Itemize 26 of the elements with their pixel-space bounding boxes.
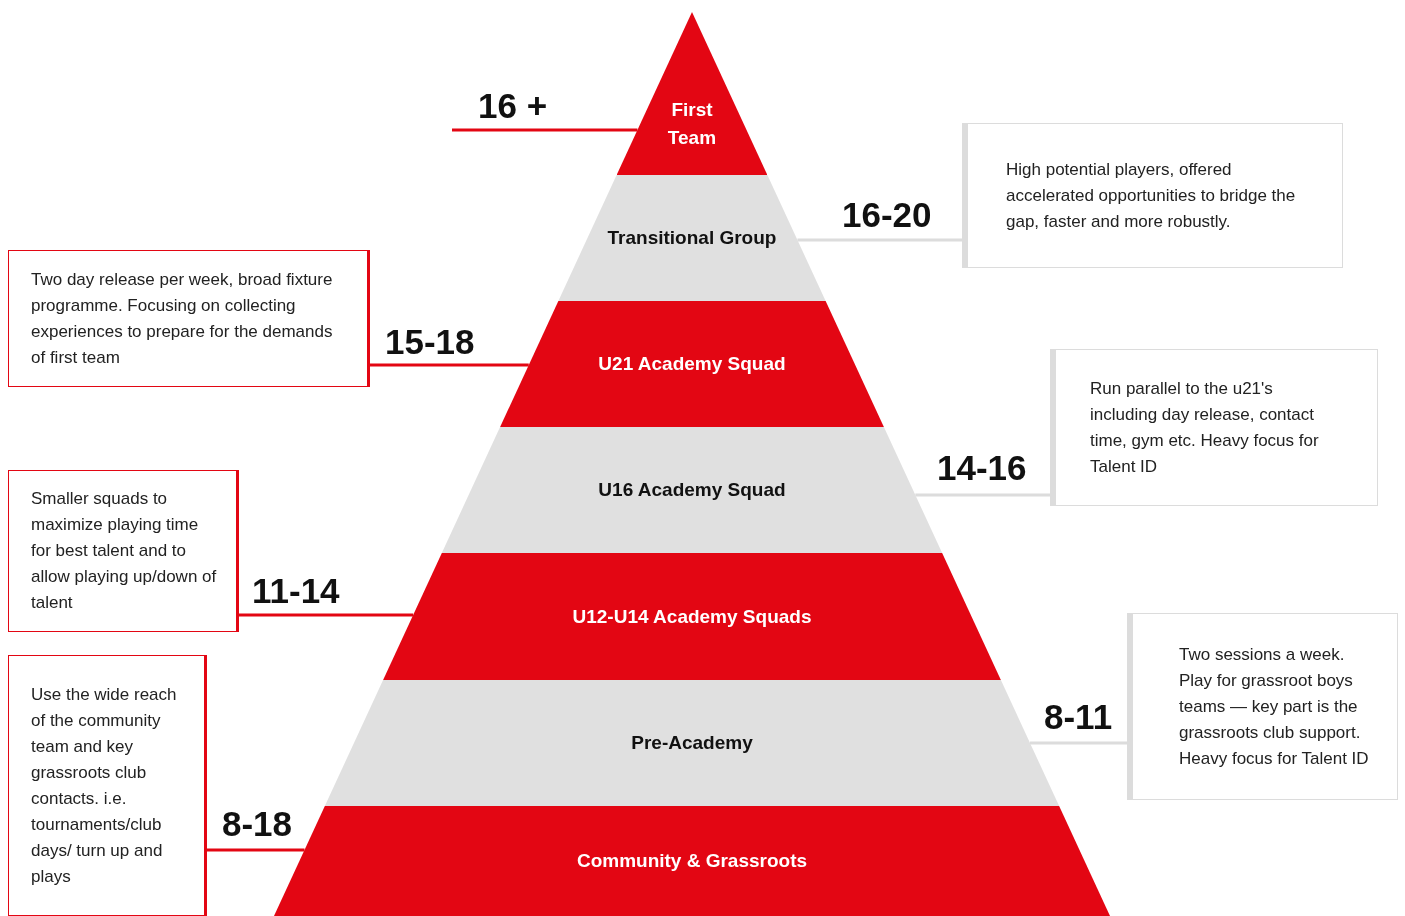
note-card <box>962 123 1343 268</box>
tier-label: Transitional Group <box>607 226 777 250</box>
connector-line <box>452 128 638 132</box>
note-text: High potential players, offered accelerated opportunities to bridge the gap, faster and more robustly. <box>1006 158 1297 233</box>
connector-line <box>1030 741 1127 745</box>
note-text: Smaller squads to maximize playing time for best talent and to allow playing up/down of talent <box>31 488 218 614</box>
connector-line <box>915 493 1050 497</box>
connector-line <box>239 613 414 617</box>
connector-line <box>370 363 529 367</box>
note-text: Two sessions a week. Play for grassroot boys teams — key part is the grassroots club support. Heavy focus for Talent ID <box>1179 643 1370 770</box>
note-card <box>8 655 207 916</box>
note-text: Run parallel to the u21's including day release, contact time, gym etc. Heavy focus for Talent ID <box>1090 377 1320 478</box>
tier-label: U16 Academy Squad <box>598 478 786 502</box>
note-text: Two day release per week, broad fixture programme. Focusing on collecting experiences to prepare for the demands of first team <box>31 268 334 369</box>
connector-line <box>797 238 962 242</box>
tier-label: U21 Academy Squad <box>598 352 786 376</box>
connector-line <box>207 848 305 852</box>
note-card <box>1050 349 1378 506</box>
note-card <box>8 250 370 387</box>
tier-label: First Team <box>666 97 718 150</box>
note-card <box>1127 613 1398 800</box>
note-card <box>8 470 239 632</box>
tier-label: Pre-Academy <box>631 731 753 755</box>
tier-label: U12-U14 Academy Squads <box>572 604 812 629</box>
tier-label: Community & Grassroots <box>576 849 808 873</box>
note-text: Use the wide reach of the community team and key grassroots club contacts. i.e. tournaments/club days/ turn up and plays <box>31 683 178 888</box>
